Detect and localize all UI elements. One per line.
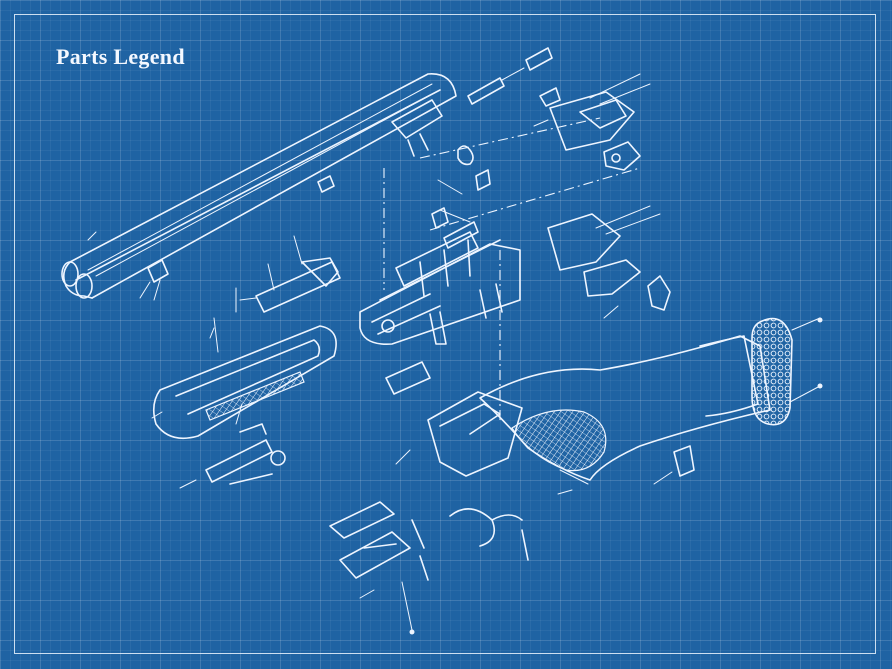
- leader-lines: [87, 119, 823, 635]
- forend: [152, 317, 337, 440]
- forend-latch: [205, 403, 286, 485]
- page-title: Parts Legend: [56, 44, 185, 69]
- barrel-assembly: [61, 73, 457, 301]
- receiver: [359, 168, 521, 420]
- butt-pad: [673, 317, 821, 477]
- trigger-assembly: [329, 361, 589, 631]
- small-parts-top: [419, 47, 641, 249]
- sheet-border: [14, 14, 876, 654]
- forend-iron: [235, 235, 341, 313]
- lock-plate-assembly: [539, 73, 671, 311]
- stock: [479, 335, 771, 481]
